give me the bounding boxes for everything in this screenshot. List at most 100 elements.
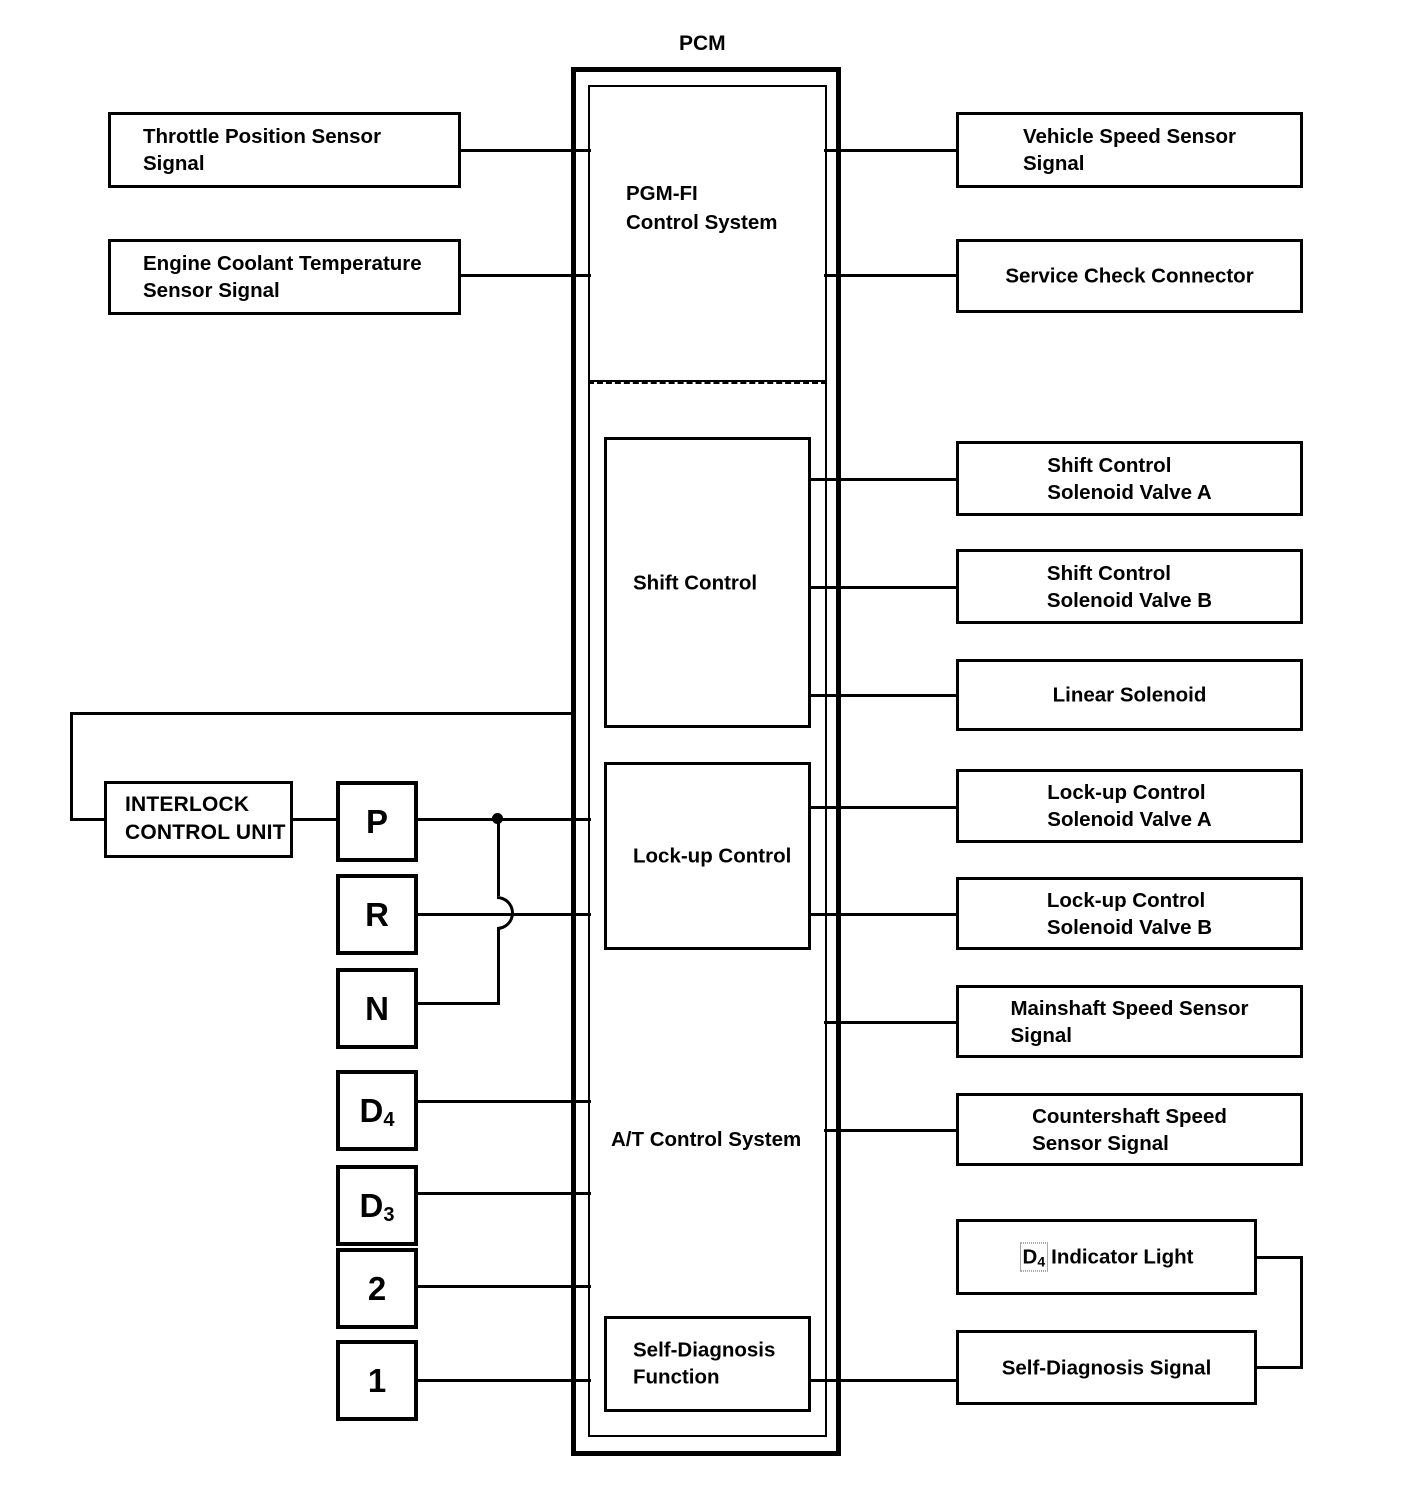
label-line2: Solenoid Valve A — [1047, 808, 1212, 831]
self-diagnosis-function-label-line1: Self-Diagnosis — [633, 1338, 776, 1362]
gear-letter: 2 — [367, 1269, 387, 1307]
shift-control-solenoid-valve-a-label: Shift Control Solenoid Valve A — [959, 451, 1300, 505]
wire-coolant-to-pcm — [461, 274, 591, 277]
wire-pcm-to-mainshaft-speed-sensor — [824, 1021, 959, 1024]
wire-bracket-top — [1255, 1256, 1303, 1259]
label-line1: Lock-up Control — [1047, 780, 1206, 804]
label-line1: Engine Coolant Temperature — [143, 251, 422, 275]
label-block: Shift Control Solenoid Valve A — [1047, 451, 1211, 505]
wire-bracket-bottom — [1255, 1366, 1303, 1369]
label-block: Vehicle Speed Sensor Signal — [1023, 123, 1236, 177]
label-line2: Signal — [1022, 152, 1085, 175]
gear-letter: D — [359, 1186, 384, 1224]
label-line2: Sensor Signal — [1032, 1131, 1169, 1155]
label-line1: Shift Control — [1047, 453, 1172, 477]
self-diagnosis-signal-label: Self-Diagnosis Signal — [959, 1354, 1254, 1381]
label-line2: Solenoid Valve A — [1047, 480, 1212, 504]
label-line2: Solenoid Valve B — [1046, 915, 1213, 939]
wire-gear-n-to-hop — [418, 1002, 500, 1005]
gear-d3-label: D3 — [340, 1184, 414, 1228]
wire-pcm-to-countershaft-speed-sensor — [824, 1129, 959, 1132]
wire-interlock-feedback-in — [70, 818, 110, 821]
label-block: Mainshaft Speed Sensor Signal — [1010, 994, 1248, 1048]
service-check-connector-label: Service Check Connector — [959, 262, 1300, 289]
label-line2: CONTROL UNIT — [125, 821, 286, 845]
gear-letter: P — [365, 802, 388, 840]
gear-2-box[interactable]: 2 — [336, 1248, 418, 1329]
label-line1: INTERLOCK — [125, 792, 250, 816]
gear-subscript: 4 — [383, 1108, 395, 1131]
shift-control-solenoid-valve-b-label: Shift Control Solenoid Valve B — [959, 559, 1300, 613]
shift-control-module: Shift Control — [604, 437, 811, 728]
wire-gear-d4-to-pcm — [418, 1100, 591, 1103]
wire-pcm-to-lockup-solenoid-b — [811, 913, 959, 916]
gear-d3-box[interactable]: D3 — [336, 1165, 418, 1246]
label-line2: Signal — [143, 152, 205, 175]
mainshaft-speed-sensor-signal-box: Mainshaft Speed Sensor Signal — [956, 985, 1303, 1058]
wire-pcm-to-shift-solenoid-b — [811, 586, 959, 589]
gear-d4-label: D4 — [340, 1089, 414, 1133]
label-line1: Indicator Light — [1051, 1245, 1194, 1269]
self-diagnosis-function-label: Self-Diagnosis Function — [633, 1337, 775, 1392]
gear-p-label: P — [340, 800, 414, 844]
label-line2: Solenoid Valve B — [1046, 588, 1213, 612]
pcm-section-divider — [588, 381, 827, 384]
label-line1: Service Check Connector — [1005, 264, 1254, 288]
gear-1-box[interactable]: 1 — [336, 1340, 418, 1421]
label-block: Lock-up Control Solenoid Valve A — [1047, 779, 1211, 833]
self-diagnosis-function-label-line2: Function — [633, 1366, 720, 1389]
vehicle-speed-sensor-signal-box: Vehicle Speed Sensor Signal — [956, 112, 1303, 188]
shift-control-solenoid-valve-a-box: Shift Control Solenoid Valve A — [956, 441, 1303, 516]
lockup-control-solenoid-valve-a-box: Lock-up Control Solenoid Valve A — [956, 769, 1303, 843]
label-line1: Throttle Position Sensor — [143, 124, 382, 148]
engine-coolant-temperature-sensor-signal-label: Engine Coolant Temperature Sensor Signal — [143, 250, 422, 304]
wire-pcm-to-lockup-solenoid-a — [811, 806, 959, 809]
label-line1: Mainshaft Speed Sensor — [1010, 996, 1249, 1020]
gear-n-label: N — [340, 987, 414, 1031]
countershaft-speed-sensor-signal-label: Countershaft Speed Sensor Signal — [959, 1102, 1300, 1156]
throttle-position-sensor-signal-label: Throttle Position Sensor Signal — [143, 123, 381, 177]
wire-hop-lower — [497, 928, 500, 1004]
gear-2-label: 2 — [340, 1267, 414, 1311]
at-control-system-label: A/T Control System — [611, 1128, 802, 1151]
engine-coolant-temperature-sensor-signal-box: Engine Coolant Temperature Sensor Signal — [108, 239, 461, 315]
lockup-control-module-label: Lock-up Control — [633, 844, 792, 868]
interlock-control-unit-label: INTERLOCK CONTROL UNIT — [125, 791, 286, 849]
wire-pcm-to-self-diagnosis-signal — [811, 1379, 959, 1382]
pgm-fi-label-line2: Control System — [626, 211, 778, 234]
wire-pcm-to-shift-solenoid-a — [811, 478, 959, 481]
label-block: Lock-up Control Solenoid Valve B — [1047, 886, 1212, 940]
shift-control-solenoid-valve-b-box: Shift Control Solenoid Valve B — [956, 549, 1303, 624]
wire-pcm-to-service-check-connector — [824, 274, 959, 277]
pgm-fi-control-system-box — [588, 85, 827, 382]
gear-p-box[interactable]: P — [336, 781, 418, 862]
label-block: Countershaft Speed Sensor Signal — [1032, 1102, 1227, 1156]
lockup-control-solenoid-valve-a-label: Lock-up Control Solenoid Valve A — [959, 779, 1300, 833]
gear-letter: N — [365, 989, 389, 1027]
label-line1: Lock-up Control — [1046, 888, 1206, 912]
wire-interlock-to-gear-p — [293, 818, 338, 821]
wire-pcm-to-linear-solenoid — [811, 694, 959, 697]
lockup-control-solenoid-valve-b-label: Lock-up Control Solenoid Valve B — [959, 886, 1300, 940]
wire-hop-upper — [497, 818, 500, 896]
label-line1: Countershaft Speed — [1032, 1104, 1227, 1128]
gear-subscript: 3 — [383, 1203, 395, 1226]
mainshaft-speed-sensor-signal-label: Mainshaft Speed Sensor Signal — [959, 994, 1300, 1048]
wire-gear-1-to-pcm — [418, 1379, 591, 1382]
label-line1: Vehicle Speed Sensor — [1022, 124, 1237, 148]
label-line2: Sensor Signal — [143, 279, 280, 302]
label-line2: Signal — [1010, 1023, 1072, 1047]
gear-1-label: 1 — [340, 1359, 414, 1403]
gear-d4-box[interactable]: D4 — [336, 1070, 418, 1151]
label-line1: Shift Control — [1046, 561, 1172, 585]
gear-r-box[interactable]: R — [336, 874, 418, 955]
label-block: Shift Control Solenoid Valve B — [1047, 559, 1212, 613]
linear-solenoid-label: Linear Solenoid — [959, 681, 1300, 708]
throttle-position-sensor-signal-box: Throttle Position Sensor Signal — [108, 112, 461, 188]
page-title: PCM — [679, 32, 726, 55]
lockup-control-solenoid-valve-b-box: Lock-up Control Solenoid Valve B — [956, 877, 1303, 950]
gear-n-box[interactable]: N — [336, 968, 418, 1049]
